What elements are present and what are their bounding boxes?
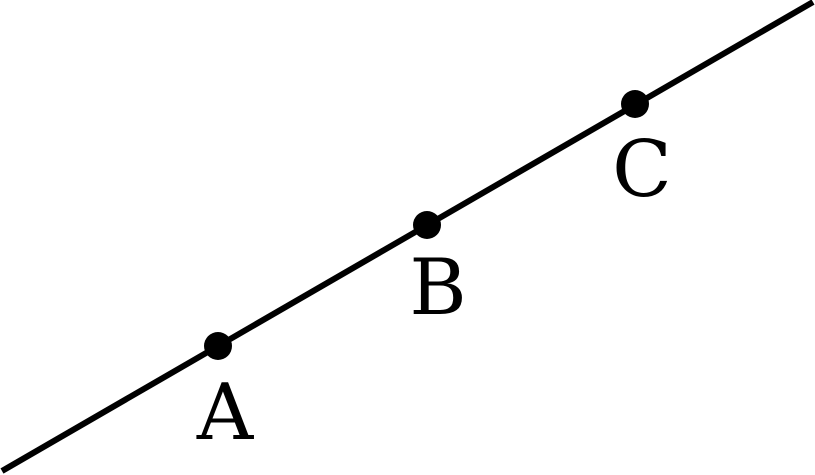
point-b: [413, 211, 441, 239]
point-b-label: B: [409, 243, 466, 333]
point-a: [204, 332, 232, 360]
point-c-label: C: [612, 125, 672, 215]
point-a-label: A: [196, 368, 255, 458]
point-c: [621, 90, 649, 118]
